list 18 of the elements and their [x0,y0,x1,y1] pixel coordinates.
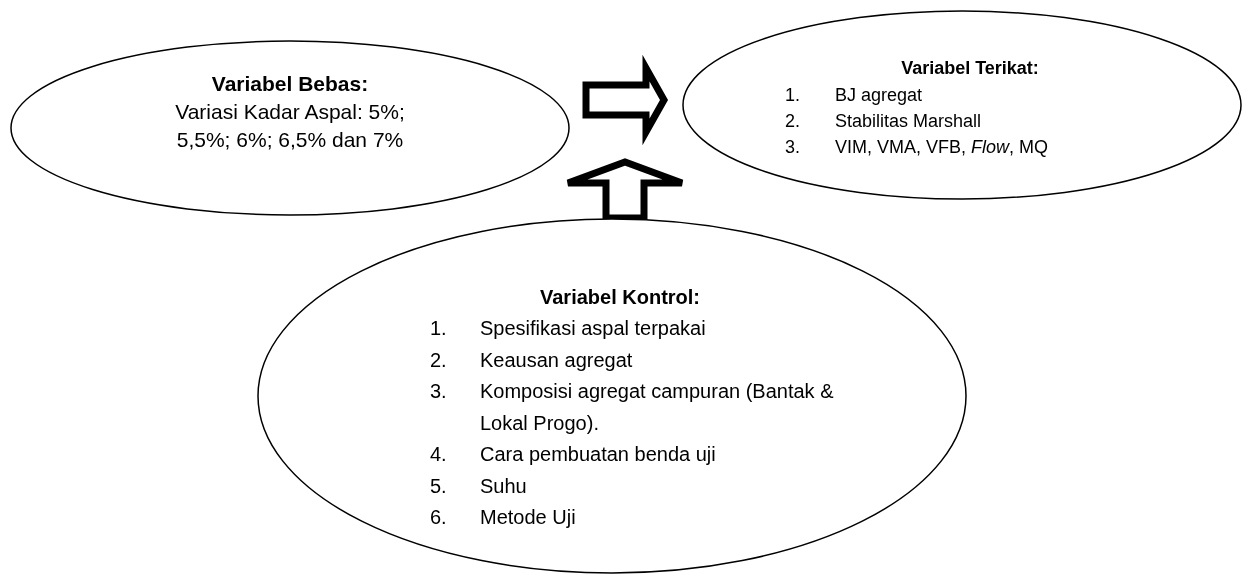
oval-node [10,40,570,216]
block-arrow [564,158,686,222]
heading: Variabel Bebas: [210,71,370,97]
heading: Variabel Terikat: [900,57,1040,80]
list-item: 5. Suhu [430,473,528,499]
list-item: 3. VIM, VMA, VFB, Flow, MQ [785,136,1050,159]
oval-node [257,218,967,574]
heading: Variabel Kontrol: [539,285,701,310]
list-item: 1. BJ agregat [785,84,924,107]
list-item: 2. Stabilitas Marshall [785,110,983,133]
body-text: Variasi Kadar Aspal: 5%; 5,5%; 6%; 6,5% dan 7% [174,99,406,153]
block-arrow [582,54,668,146]
oval-node [682,10,1242,200]
list-item: 1. Spesifikasi aspal terpakai [430,316,707,341]
list-item: 2. Keausan agregat [430,347,634,373]
list-item: 4. Cara pembuatan benda uji [430,442,717,467]
list-item: 3. Komposisi agregat campuran (Bantak & Lokal Progo). [430,379,835,436]
list-item: 6. Metode Uji [430,505,577,530]
